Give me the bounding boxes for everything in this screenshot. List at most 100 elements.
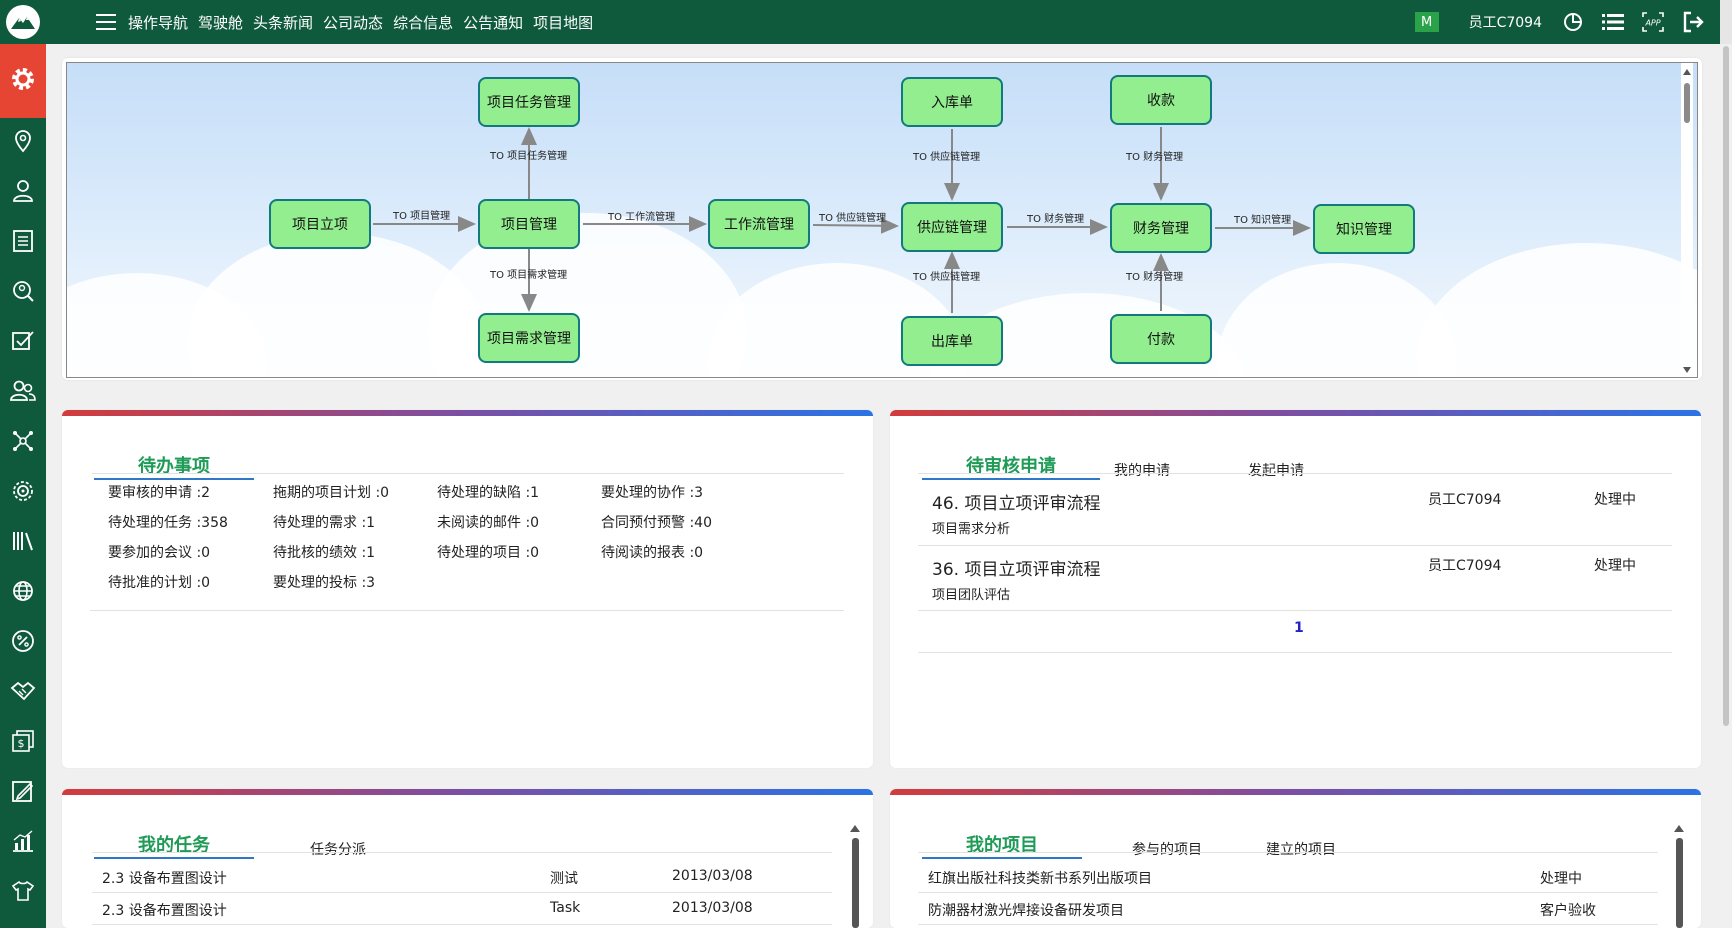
- pie-chart-icon[interactable]: [1560, 9, 1586, 35]
- sidebar-item-users[interactable]: [0, 368, 46, 418]
- project-row-status: 客户验收: [1540, 903, 1596, 919]
- nav-general-info[interactable]: 综合信息: [393, 13, 454, 32]
- flow-box-payment[interactable]: 付款: [1110, 314, 1212, 364]
- flow-box-knowledge-management[interactable]: 知识管理: [1313, 204, 1415, 254]
- sidebar-item-checklist[interactable]: [0, 318, 46, 368]
- sidebar-item-settings[interactable]: [0, 44, 46, 118]
- logout-icon[interactable]: [1680, 9, 1706, 35]
- todo-item[interactable]: 未阅读的邮件 :0: [437, 515, 540, 531]
- logo[interactable]: [0, 0, 46, 44]
- scroll-up-arrow[interactable]: [1674, 825, 1684, 832]
- sidebar-item-finance[interactable]: $: [0, 718, 46, 768]
- todo-card: 待办事项 要审核的申请 :2 拖期的项目计划 :0 待处理的缺陷 :1 要处理的…: [62, 410, 873, 768]
- nav-headlines[interactable]: 头条新闻: [253, 13, 314, 32]
- project-row-name[interactable]: 红旗出版社科技类新书系列出版项目: [928, 871, 1152, 887]
- divider: [92, 473, 844, 474]
- sidebar-item-apparel[interactable]: [0, 868, 46, 918]
- project-row-name[interactable]: 防潮器材激光焊接设备研发项目: [928, 903, 1124, 919]
- flow-box-requirement-management[interactable]: 项目需求管理: [478, 313, 580, 363]
- flow-label: TO 财务管理: [1027, 214, 1085, 225]
- sidebar-item-percent[interactable]: [0, 618, 46, 668]
- tab-my-projects[interactable]: 我的项目: [922, 831, 1082, 859]
- top-right-tools: M 员工C7094 APP: [1414, 0, 1732, 44]
- flow-box-outbound-order[interactable]: 出库单: [901, 316, 1003, 366]
- review-row-title[interactable]: 36. 项目立项评审流程: [932, 560, 1101, 580]
- todo-item[interactable]: 待处理的缺陷 :1: [437, 485, 540, 501]
- tab-start-application[interactable]: 发起申请: [1248, 463, 1304, 479]
- sidebar-item-document[interactable]: [0, 218, 46, 268]
- divider: [92, 852, 832, 853]
- nav-project-map[interactable]: 项目地图: [533, 13, 594, 32]
- review-row-user: 员工C7094: [1428, 492, 1502, 508]
- projects-scrollbar[interactable]: [1672, 825, 1686, 928]
- flow-box-receipt[interactable]: 收款: [1110, 75, 1212, 125]
- flow-box-project-setup[interactable]: 项目立项: [269, 199, 371, 249]
- percent-icon: [11, 629, 35, 657]
- tab-created-projects[interactable]: 建立的项目: [1266, 842, 1336, 858]
- flow-scrollbar-thumb[interactable]: [1684, 83, 1690, 123]
- tasks-scrollbar[interactable]: [848, 825, 862, 928]
- sidebar: $: [0, 44, 46, 928]
- divider: [918, 610, 1672, 611]
- m-badge[interactable]: M: [1414, 12, 1439, 32]
- tab-my-tasks[interactable]: 我的任务: [94, 831, 254, 859]
- todo-item[interactable]: 待批准的计划 :0: [108, 575, 211, 591]
- todo-item[interactable]: 待处理的任务 :358: [108, 515, 228, 531]
- sidebar-item-user[interactable]: [0, 168, 46, 218]
- todo-item[interactable]: 拖期的项目计划 :0: [273, 485, 390, 501]
- sidebar-item-stats[interactable]: [0, 818, 46, 868]
- menu-icon[interactable]: [96, 14, 116, 30]
- todo-item[interactable]: 待批核的绩效 :1: [273, 545, 376, 561]
- sidebar-item-network[interactable]: [0, 418, 46, 468]
- task-row-name[interactable]: 2.3 设备布置图设计: [102, 903, 227, 919]
- top-bar: 操作导航 驾驶舱 头条新闻 公司动态 综合信息 公告通知 项目地图 M 员工C7…: [0, 0, 1732, 44]
- document-icon: [12, 229, 34, 257]
- flow-box-task-management[interactable]: 项目任务管理: [478, 77, 580, 127]
- todo-item[interactable]: 待处理的需求 :1: [273, 515, 376, 531]
- tab-my-applications[interactable]: 我的申请: [1114, 463, 1170, 479]
- pagination-page[interactable]: 1: [1294, 620, 1304, 636]
- tab-participating-projects[interactable]: 参与的项目: [1132, 842, 1202, 858]
- todo-item[interactable]: 要审核的申请 :2: [108, 485, 211, 501]
- todo-item[interactable]: 合同预付预警 :40: [601, 515, 712, 531]
- projects-tabs: 我的项目 参与的项目 建立的项目: [922, 831, 1336, 859]
- todo-item[interactable]: 要处理的协作 :3: [601, 485, 704, 501]
- projects-scrollbar-thumb[interactable]: [1675, 838, 1683, 928]
- sidebar-item-target[interactable]: [0, 468, 46, 518]
- sidebar-item-library[interactable]: [0, 518, 46, 568]
- flow-label: TO 供应链管理: [819, 213, 887, 224]
- list-icon[interactable]: [1600, 9, 1626, 35]
- todo-item[interactable]: 待阅读的报表 :0: [601, 545, 704, 561]
- tab-pending-review[interactable]: 待审核申请: [922, 452, 1100, 480]
- task-row-name[interactable]: 2.3 设备布置图设计: [102, 871, 227, 887]
- tab-todo[interactable]: 待办事项: [94, 452, 254, 480]
- todo-item[interactable]: 待处理的项目 :0: [437, 545, 540, 561]
- flow-box-finance-management[interactable]: 财务管理: [1110, 203, 1212, 253]
- card-gradient-bar: [62, 410, 873, 416]
- nav-operation-guide[interactable]: 操作导航: [128, 13, 189, 32]
- sidebar-item-search[interactable]: [0, 268, 46, 318]
- nav-company-news[interactable]: 公司动态: [323, 13, 384, 32]
- flow-box-project-management[interactable]: 项目管理: [478, 199, 580, 249]
- todo-item[interactable]: 要参加的会议 :0: [108, 545, 211, 561]
- sidebar-item-location[interactable]: [0, 118, 46, 168]
- nav-announcements[interactable]: 公告通知: [463, 13, 524, 32]
- flow-box-inbound-order[interactable]: 入库单: [901, 77, 1003, 127]
- page-scrollbar-thumb[interactable]: [1723, 46, 1729, 726]
- gear-icon: [7, 63, 39, 99]
- review-row-title[interactable]: 46. 项目立项评审流程: [932, 494, 1101, 514]
- nav-cockpit[interactable]: 驾驶舱: [198, 13, 244, 32]
- tasks-scrollbar-thumb[interactable]: [851, 838, 859, 928]
- page-scrollbar[interactable]: [1720, 44, 1732, 928]
- flow-box-supply-chain-management[interactable]: 供应链管理: [901, 202, 1003, 252]
- todo-item[interactable]: 要处理的投标 :3: [273, 575, 376, 591]
- user-name[interactable]: 员工C7094: [1468, 15, 1542, 31]
- scroll-up-arrow[interactable]: [850, 825, 860, 832]
- flow-box-workflow-management[interactable]: 工作流管理: [708, 199, 810, 249]
- sidebar-item-globe[interactable]: [0, 568, 46, 618]
- sidebar-item-handshake[interactable]: [0, 668, 46, 718]
- flow-scrollbar[interactable]: [1681, 63, 1693, 377]
- tab-task-assignment[interactable]: 任务分派: [310, 842, 366, 858]
- sidebar-item-edit[interactable]: [0, 768, 46, 818]
- app-icon[interactable]: APP: [1640, 9, 1666, 35]
